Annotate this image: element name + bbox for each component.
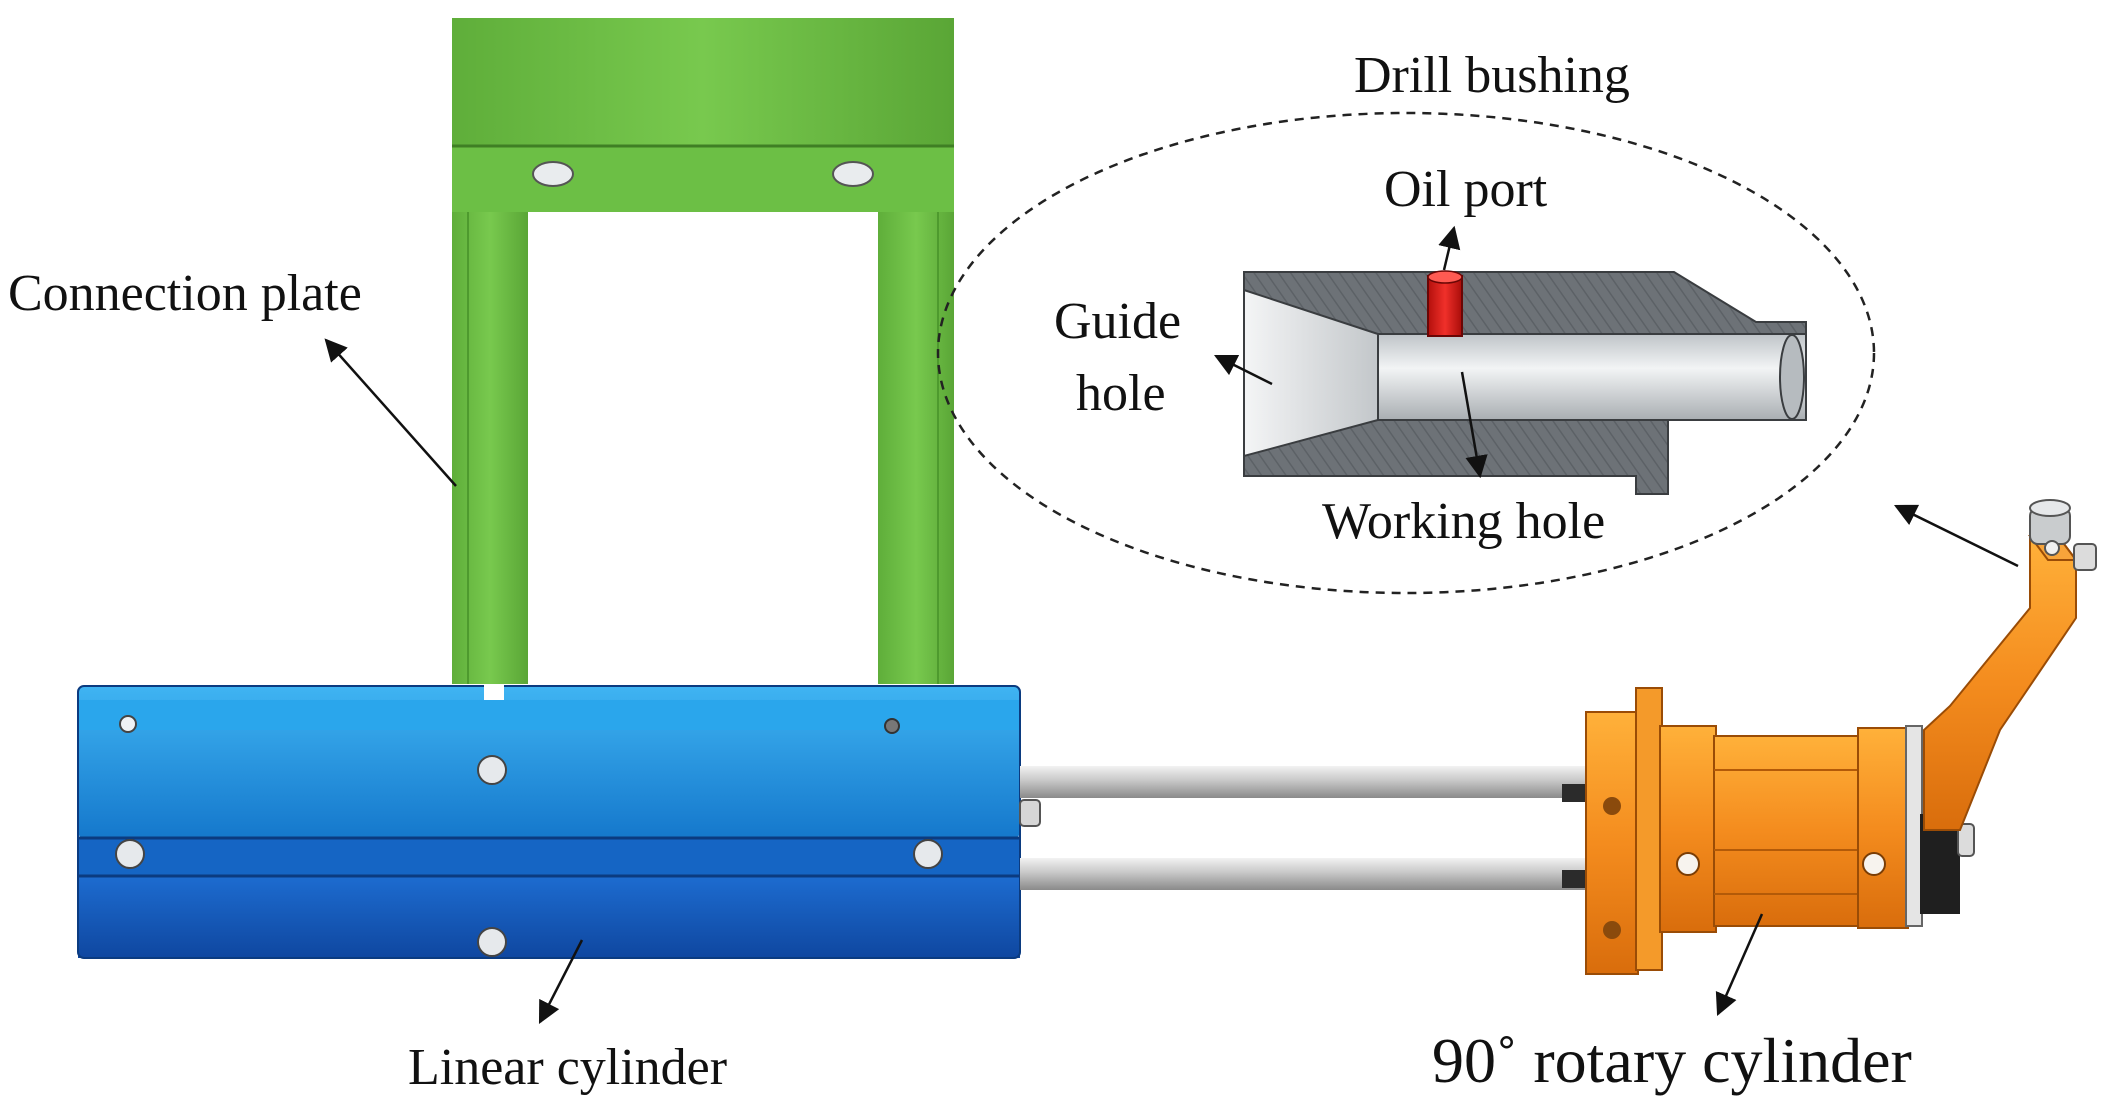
- oil-port: [1427, 275, 1463, 337]
- label-guide-hole-line1: Guide: [1054, 293, 1181, 350]
- label-drill-bushing: Drill bushing: [1354, 47, 1630, 104]
- connection-plate: [452, 18, 954, 684]
- linear-cylinder: [77, 684, 1021, 959]
- label-rotary-cylinder: 90˚ rotary cylinder: [1432, 1025, 1912, 1096]
- plate-bolt-right: [832, 161, 874, 187]
- label-working-hole: Working hole: [1322, 493, 1605, 550]
- label-connection-plate: Connection plate: [8, 265, 362, 322]
- drill-bushing-section: [1243, 270, 1807, 495]
- plate-bolt-left: [532, 161, 574, 187]
- drill-bushing-callout: [936, 111, 1876, 595]
- label-guide-hole-line2: hole: [1076, 365, 1166, 422]
- piston-rods: [1019, 766, 1595, 890]
- label-linear-cylinder: Linear cylinder: [408, 1039, 727, 1096]
- label-oil-port: Oil port: [1384, 161, 1548, 218]
- rotary-cylinder: [1585, 499, 2097, 975]
- leader-arrows: [324, 225, 2019, 1025]
